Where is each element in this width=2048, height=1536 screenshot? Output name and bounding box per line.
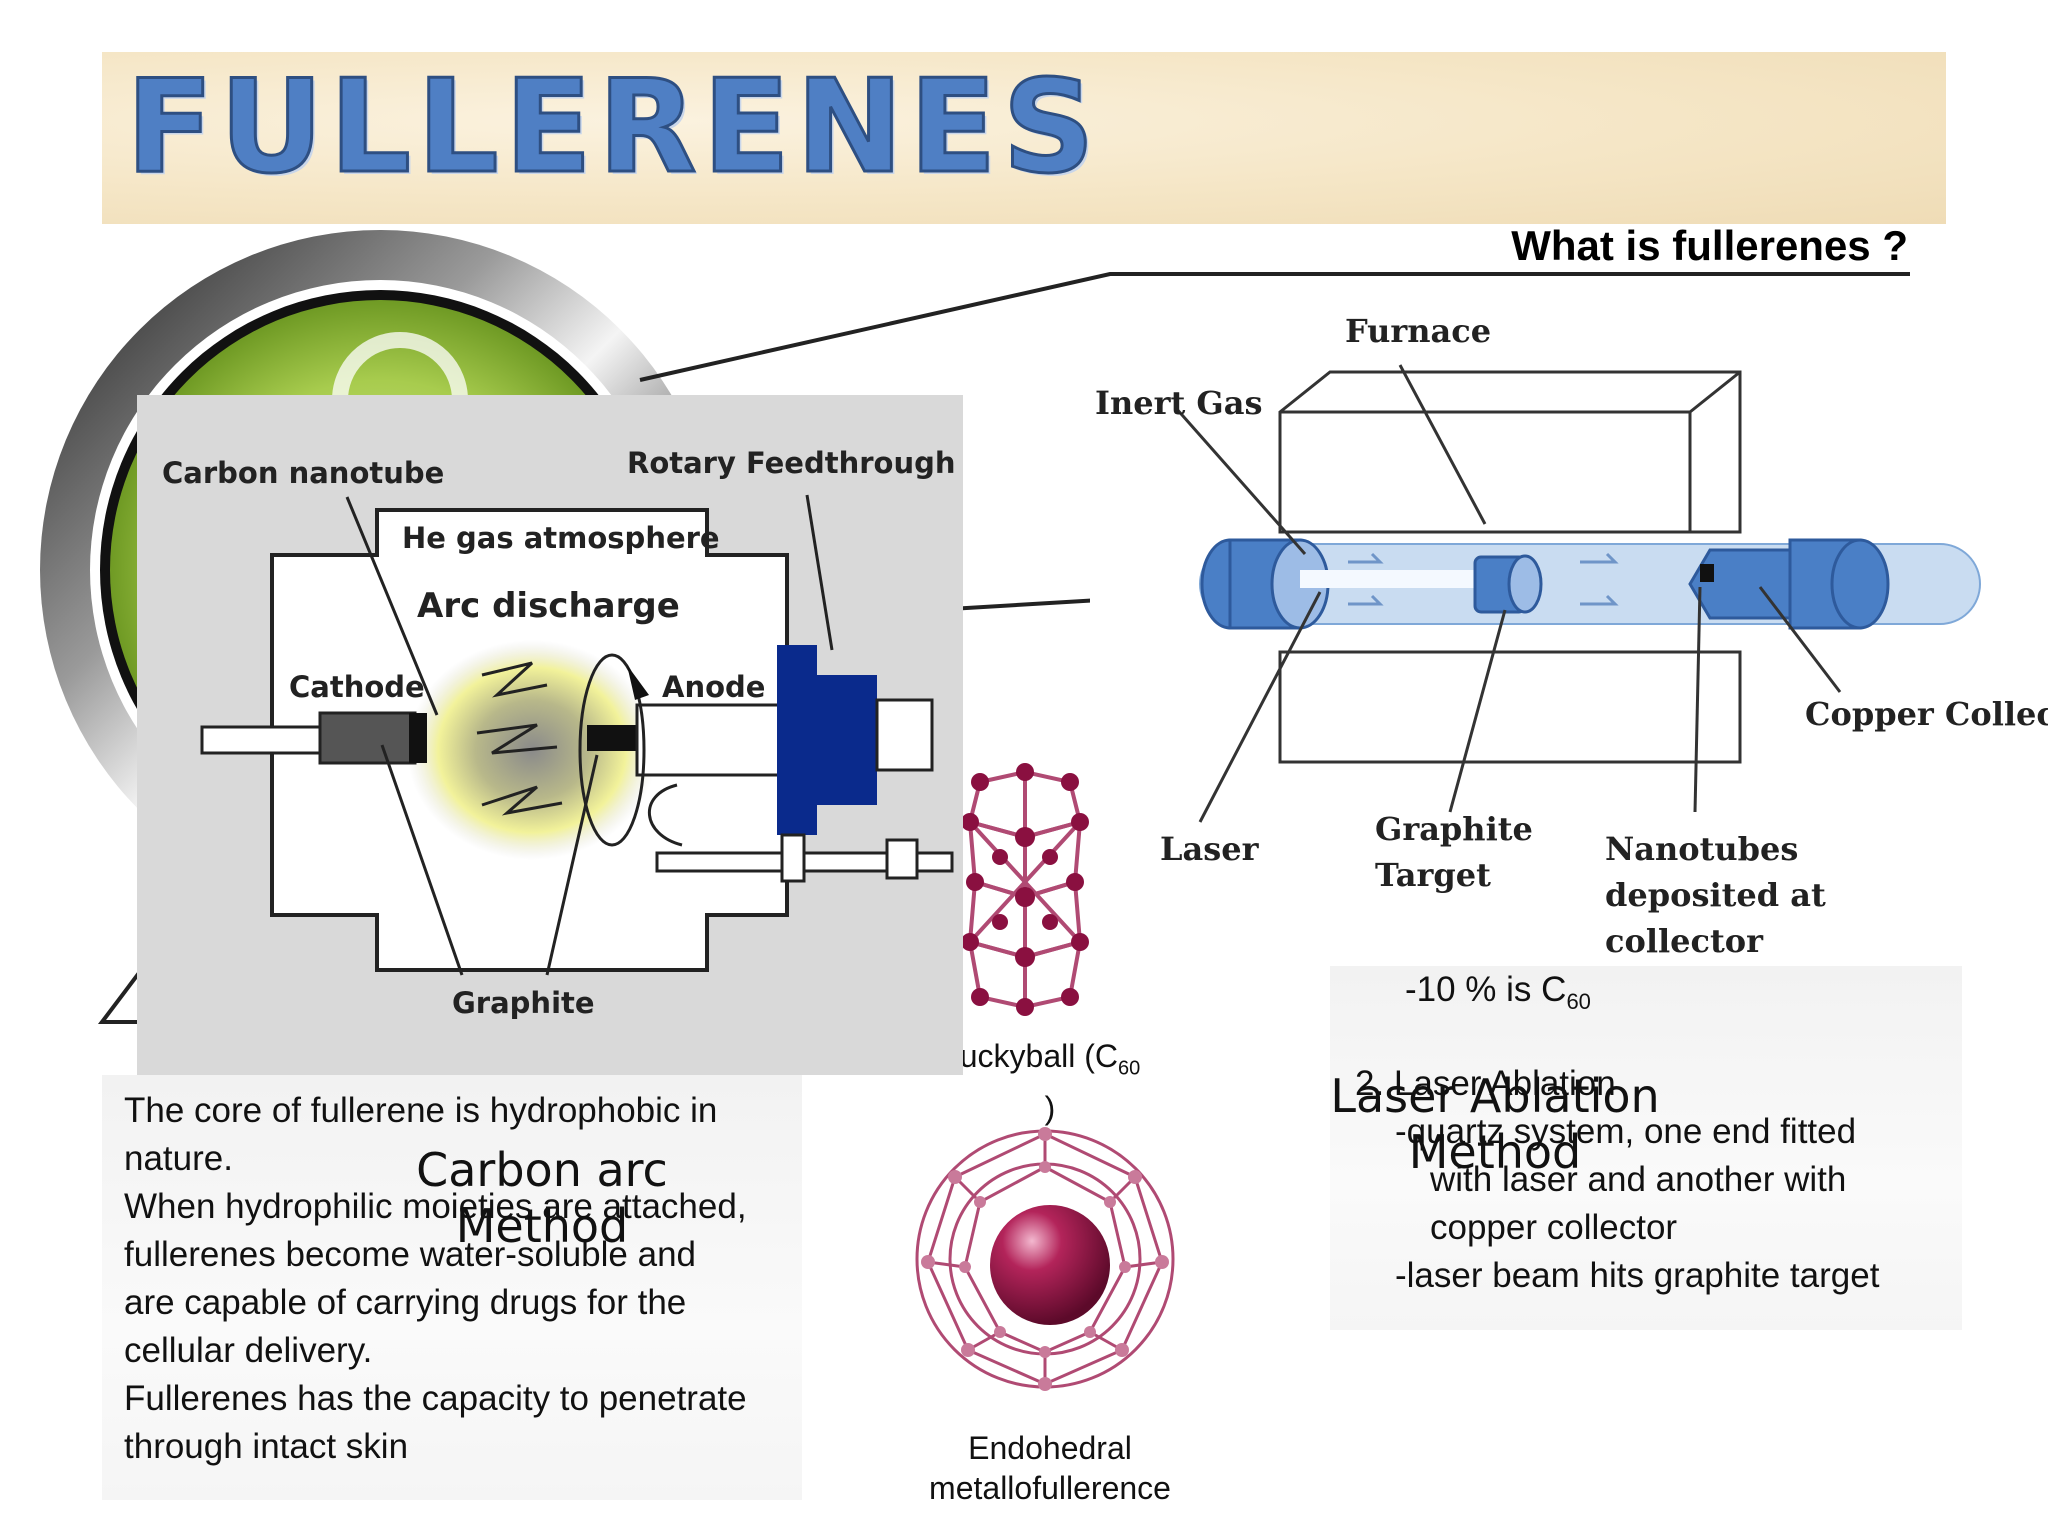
laser-line-1: -quartz system, one end fitted [1395, 1112, 1857, 1151]
left-line-4: fullerenes become water-soluble and [124, 1235, 696, 1274]
label-he-gas: He gas atmosphere [402, 521, 720, 555]
left-line-6: cellular delivery. [124, 1331, 373, 1370]
label-anode: Anode [662, 670, 765, 704]
left-line-8: through intact skin [124, 1427, 409, 1466]
label-furnace: Furnace [1345, 312, 1491, 350]
laser-method-title-line2: Method [1408, 1125, 1582, 1179]
laser-ablation-method-title: Laser Ablation Method [1330, 1068, 1660, 1180]
label-laser: Laser [1160, 830, 1260, 868]
left-line-7: Fullerenes has the capacity to penetrate [124, 1379, 747, 1418]
buckyball-caption-close: ) [1044, 1090, 1056, 1127]
label-copper-collector: Copper Collector [1805, 695, 2048, 733]
left-line-3: When hydrophilic moieties are attached, [124, 1187, 747, 1226]
carbon-arc-title-line2: Method [455, 1199, 629, 1253]
label-nanotubes-3: collector [1605, 922, 1764, 960]
title-banner [102, 52, 1946, 224]
percent-text: -10 % is C [1405, 970, 1567, 1009]
percent-line: -10 % is C60 [1405, 966, 1591, 1026]
label-rotary-feedthrough: Rotary Feedthrough unit [627, 446, 963, 480]
endohedral-caption-line1: Endohedral [968, 1430, 1132, 1466]
left-line-5: are capable of carrying drugs for the [124, 1283, 687, 1322]
label-arc-discharge: Arc discharge [417, 586, 680, 626]
left-text-panel: The core of fullerene is hydrophobic in … [102, 1075, 802, 1500]
buckyball-caption: uckyball (C60 ) [950, 1036, 1150, 1128]
label-nanotubes-1: Nanotubes [1605, 830, 1798, 868]
endohedral-caption-line2: metallofullerence [929, 1470, 1171, 1506]
laser-method-title-line1: Laser Ablation [1330, 1069, 1660, 1123]
laser-ablation-diagram: Furnace Inert Gas Copper Collector Laser… [1090, 292, 2048, 966]
laser-line-3: copper collector [1430, 1208, 1678, 1247]
label-nanotubes-2: deposited at [1605, 876, 1826, 914]
carbon-arc-diagram: Carbon nanotube Rotary Feedthrough unit … [137, 395, 963, 1075]
laser-line-4: -laser beam hits graphite target [1395, 1256, 1880, 1295]
label-inert-gas: Inert Gas [1095, 384, 1262, 422]
carbon-arc-method-title: Carbon arc Method [392, 1142, 692, 1254]
endohedral-image [915, 1127, 1175, 1391]
right-text-panel: -10 % is C60 2. Laser Ablation -quartz s… [1330, 966, 1962, 1330]
carbon-arc-title-line1: Carbon arc [416, 1143, 668, 1197]
laser-item-heading: 2. Laser Ablation [1355, 1064, 1616, 1103]
percent-sub: 60 [1566, 989, 1591, 1014]
laser-line-2: with laser and another with [1430, 1160, 1847, 1199]
endohedral-caption: Endohedral metallofullerence [905, 1428, 1195, 1508]
buckyball-caption-sub: 60 [1118, 1057, 1141, 1080]
label-graphite-target-1: Graphite [1375, 810, 1533, 848]
slide-title: FULLERENES [125, 53, 1101, 202]
buckyball-image [961, 763, 1089, 1016]
label-graphite: Graphite [452, 986, 595, 1020]
label-cathode: Cathode [289, 670, 425, 704]
buckyball-caption-text: uckyball (C [959, 1038, 1118, 1074]
left-line-1: The core of fullerene is hydrophobic in [124, 1091, 718, 1130]
label-graphite-target-2: Target [1375, 856, 1491, 894]
label-carbon-nanotube: Carbon nanotube [162, 456, 444, 490]
left-line-2: nature. [124, 1139, 233, 1178]
